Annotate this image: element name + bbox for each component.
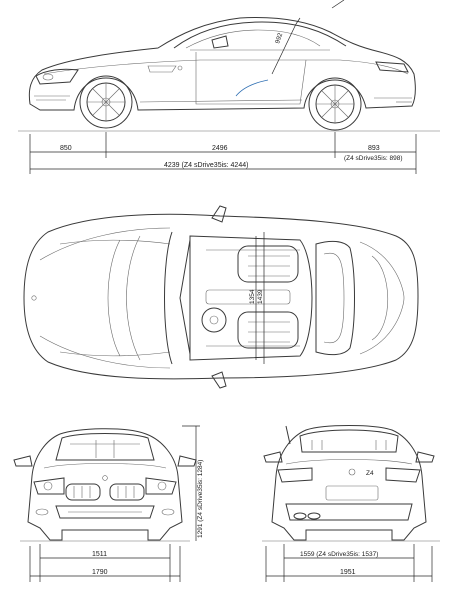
front-track-label: 1511 — [92, 551, 107, 558]
rear-body-outline — [271, 425, 427, 541]
door-opening-label: 992 — [274, 32, 284, 45]
width-incl-mirrors-label: 1951 — [340, 569, 356, 576]
side-dimensions: 850 2496 893 (Z4 sDrive35is: 898) 4239 (… — [29, 132, 417, 174]
front-view: 1291 (Z4 sDrive35is: 1284) 1511 1790 — [13, 425, 204, 582]
cabin-width-2-label: 1439 — [257, 289, 264, 304]
top-body-outline — [23, 213, 419, 380]
side-body-outline — [28, 17, 416, 111]
rear-model-badge: Z4 — [366, 470, 374, 477]
front-wheel — [79, 75, 133, 129]
front-body-outline — [27, 428, 183, 541]
rear-overhang-label: 893 — [368, 145, 380, 152]
rear-track-label: 1559 (Z4 sDrive35is: 1537) — [300, 551, 378, 558]
width-excl-mirrors-label: 1790 — [92, 569, 108, 576]
top-view: 1354 1439 — [23, 205, 419, 389]
wheelbase-label: 2496 — [212, 145, 228, 152]
rear-view: Z4 1559 (Z4 sDrive35is: 1537) 1951 — [262, 425, 440, 582]
cabin-width-1-label: 1354 — [249, 289, 256, 304]
side-view: 992 — [18, 0, 440, 132]
overall-length-label: 4239 (Z4 sDrive35is: 4244) — [164, 162, 248, 169]
rear-wheel — [308, 77, 362, 131]
height-label: 1291 (Z4 sDrive35is: 1284) — [197, 460, 204, 538]
front-overhang-label: 850 — [60, 145, 72, 152]
rear-overhang-variant-label: (Z4 sDrive35is: 898) — [344, 155, 403, 162]
